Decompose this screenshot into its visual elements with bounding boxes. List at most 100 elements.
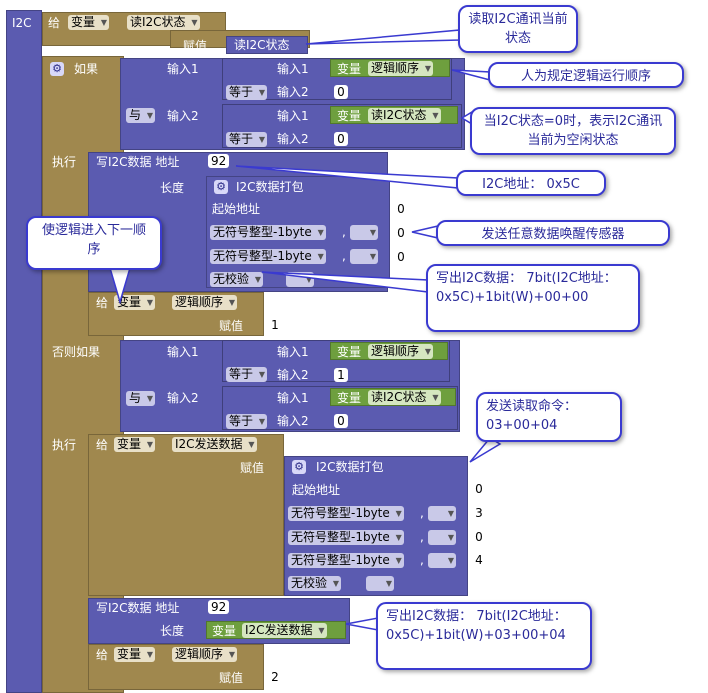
compare-input1-label: 输入1	[277, 391, 309, 405]
uint8-dropdown[interactable]: 无符号整型-1byte	[288, 553, 404, 568]
variable-dropdown[interactable]: 变量	[114, 647, 156, 662]
equals-dropdown[interactable]: 等于	[226, 414, 268, 429]
and-dropdown[interactable]: 与	[126, 391, 156, 406]
uint8-dropdown[interactable]: 无符号整型-1byte	[210, 225, 326, 240]
gear-icon[interactable]: ⚙	[50, 62, 64, 76]
get-var-label: 变量	[337, 109, 362, 123]
i2c-pack-block-2[interactable]	[284, 456, 468, 596]
comma: ,	[420, 506, 424, 520]
exec-label: 执行	[52, 155, 77, 169]
assign-label: 赋值	[219, 671, 244, 685]
logic-order-dropdown[interactable]: 逻辑顺序	[368, 61, 434, 76]
equals-dropdown[interactable]: 等于	[226, 367, 268, 382]
get-var-label: 变量	[337, 62, 362, 76]
read-state-dropdown[interactable]: 读I2C状态	[368, 390, 441, 405]
number-1[interactable]: 1	[334, 368, 348, 382]
var-name-dropdown[interactable]: 逻辑顺序	[172, 295, 238, 310]
empty-dropdown[interactable]	[428, 530, 456, 545]
variable-dropdown[interactable]: 变量	[114, 295, 156, 310]
i2c-event-block[interactable]	[6, 10, 42, 693]
number-0[interactable]: 0	[334, 132, 348, 146]
compare-input2-label: 输入2	[277, 368, 309, 382]
comma: ,	[420, 530, 424, 544]
input1-label: 输入1	[167, 62, 199, 76]
number-0[interactable]: 0	[334, 414, 348, 428]
number-0[interactable]: 0	[394, 226, 408, 240]
if-label: 如果	[74, 62, 99, 76]
number-0[interactable]: 0	[394, 250, 408, 264]
no-check-dropdown[interactable]: 无校验	[288, 576, 342, 591]
i2c-pack-label: I2C数据打包	[236, 180, 304, 194]
assign-label: 赋值	[240, 461, 265, 475]
uint8-dropdown[interactable]: 无符号整型-1byte	[288, 506, 404, 521]
compare-input1-label: 输入1	[277, 345, 309, 359]
no-check-dropdown[interactable]: 无校验	[210, 272, 264, 287]
number-0[interactable]: 0	[394, 202, 408, 216]
number-4[interactable]: 4	[472, 553, 486, 567]
logic-order-dropdown[interactable]: 逻辑顺序	[368, 344, 434, 359]
var-name-dropdown[interactable]: 读I2C状态	[127, 15, 200, 30]
read-state-dropdown[interactable]: 读I2C状态	[368, 108, 441, 123]
var-name-dropdown[interactable]: 逻辑顺序	[172, 647, 238, 662]
give-label: 给	[96, 438, 109, 452]
read-i2c-state-block[interactable]	[226, 36, 308, 54]
callout-logic-order: 人为规定逻辑运行顺序	[488, 62, 684, 88]
callout-read-state: 读取I2C通讯当前状态	[458, 5, 578, 53]
write-addr-label: 写I2C数据 地址	[96, 601, 180, 615]
equals-dropdown[interactable]: 等于	[226, 132, 268, 147]
pointer-c1	[305, 29, 461, 45]
number-1[interactable]: 1	[268, 318, 282, 332]
empty-dropdown[interactable]	[350, 249, 378, 264]
gear-icon[interactable]: ⚙	[292, 460, 306, 474]
callout-next-order: 使逻辑进入下一顺序	[26, 216, 162, 270]
address-number[interactable]: 92	[208, 154, 230, 168]
pointer-c9	[345, 617, 379, 631]
comma: ,	[342, 249, 346, 263]
exec-label: 执行	[52, 438, 77, 452]
get-var-label: 变量	[337, 391, 362, 405]
give-label: 给	[96, 648, 109, 662]
gear-icon[interactable]: ⚙	[214, 180, 228, 194]
empty-dropdown[interactable]	[428, 553, 456, 568]
start-addr-label: 起始地址	[292, 483, 341, 497]
assign-label: 赋值	[183, 39, 208, 53]
compare-input2-label: 输入2	[277, 132, 309, 146]
i2c-pack-label: I2C数据打包	[316, 460, 384, 474]
get-var-label: 变量	[337, 345, 362, 359]
uint8-dropdown[interactable]: 无符号整型-1byte	[210, 249, 326, 264]
number-3[interactable]: 3	[472, 506, 486, 520]
comma: ,	[342, 225, 346, 239]
compare-input1-label: 输入1	[277, 62, 309, 76]
get-var-label: 变量	[212, 624, 237, 638]
give-label: 给	[48, 16, 61, 30]
compare-input2-label: 输入2	[277, 85, 309, 99]
equals-dropdown[interactable]: 等于	[226, 85, 268, 100]
read-i2c-state-label: 读I2C状态	[234, 38, 290, 52]
send-data-dropdown[interactable]: I2C发送数据	[242, 623, 327, 638]
callout-read-command: 发送读取命令：03+00+04	[476, 392, 622, 442]
variable-dropdown[interactable]: 变量	[68, 15, 110, 30]
empty-dropdown[interactable]	[428, 506, 456, 521]
set-var-block-3[interactable]	[88, 434, 284, 596]
length-label: 长度	[160, 181, 185, 195]
input2-label: 输入2	[167, 109, 199, 123]
empty-dropdown[interactable]	[286, 272, 314, 287]
number-2[interactable]: 2	[268, 670, 282, 684]
callout-i2c-address: I2C地址： 0x5C	[456, 170, 606, 196]
callout-write-data-2: 写出I2C数据： 7bit(I2C地址： 0x5C)+1bit(W)+03+00…	[376, 602, 592, 670]
variable-dropdown[interactable]: 变量	[114, 437, 156, 452]
length-label: 长度	[160, 624, 185, 638]
callout-idle-state: 当I2C状态=0时，表示I2C通讯当前为空闲状态	[470, 107, 676, 155]
compare-input1-label: 输入1	[277, 109, 309, 123]
empty-dropdown[interactable]	[350, 225, 378, 240]
address-number[interactable]: 92	[208, 600, 230, 614]
number-0[interactable]: 0	[472, 530, 486, 544]
empty-dropdown[interactable]	[366, 576, 394, 591]
and-dropdown[interactable]: 与	[126, 108, 156, 123]
write-addr-label: 写I2C数据 地址	[96, 155, 180, 169]
uint8-dropdown[interactable]: 无符号整型-1byte	[288, 530, 404, 545]
callout-wake-sensor: 发送任意数据唤醒传感器	[436, 220, 670, 246]
var-name-dropdown[interactable]: I2C发送数据	[172, 437, 257, 452]
number-0[interactable]: 0	[334, 85, 348, 99]
number-0[interactable]: 0	[472, 482, 486, 496]
